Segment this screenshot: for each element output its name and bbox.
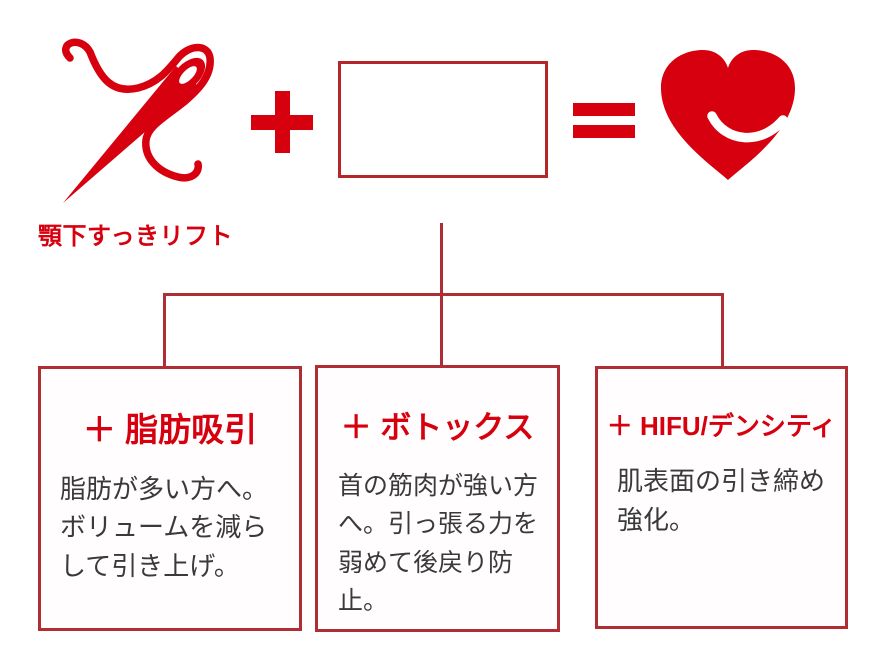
connector-stem	[440, 223, 443, 295]
thread-curve	[62, 38, 214, 182]
option-description-hifu-density: 肌表面の引き締め 強化。	[617, 466, 826, 535]
procedure-name-label: 顎下すっきリフト	[38, 223, 234, 250]
option-box-botox: ＋ ボトックス 首の筋肉が強い方 へ。引っ張る力を 弱めて後戻り防止。	[315, 365, 560, 632]
connector-drop-center	[440, 293, 443, 368]
connector-horizontal-rail	[163, 293, 724, 296]
option-description-botox: 首の筋肉が強い方 へ。引っ張る力を 弱めて後戻り防止。	[338, 471, 539, 616]
plus-icon	[251, 91, 313, 153]
option-box-hifu-density: ＋ HIFU/デンシティ 肌表面の引き締め 強化。	[595, 366, 848, 629]
mystery-option-box	[338, 61, 548, 178]
option-description-liposuction: 脂肪が多い方へ。 ボリュームを減ら して引き上げ。	[60, 473, 269, 581]
connector-drop-right	[721, 293, 724, 368]
heart-shape	[661, 50, 795, 180]
equals-icon	[573, 103, 635, 138]
option-title-liposuction: ＋ 脂肪吸引	[82, 411, 258, 448]
needle-shaft	[63, 66, 198, 203]
heart-smile	[707, 111, 788, 143]
plus-vertical-bar	[274, 91, 290, 153]
option-box-liposuction: ＋ 脂肪吸引 脂肪が多い方へ。 ボリュームを減ら して引き上げ。	[38, 366, 302, 631]
equals-bottom-bar	[573, 125, 635, 138]
connector-drop-left	[163, 293, 166, 368]
needle-eye-hole	[179, 66, 197, 84]
equals-top-bar	[573, 103, 635, 116]
option-title-hifu-density: ＋ HIFU/デンシティ	[606, 411, 837, 441]
needle-and-thread-icon	[62, 38, 214, 203]
smiling-heart-icon	[661, 50, 795, 180]
option-title-botox: ＋ ボトックス	[340, 410, 535, 445]
